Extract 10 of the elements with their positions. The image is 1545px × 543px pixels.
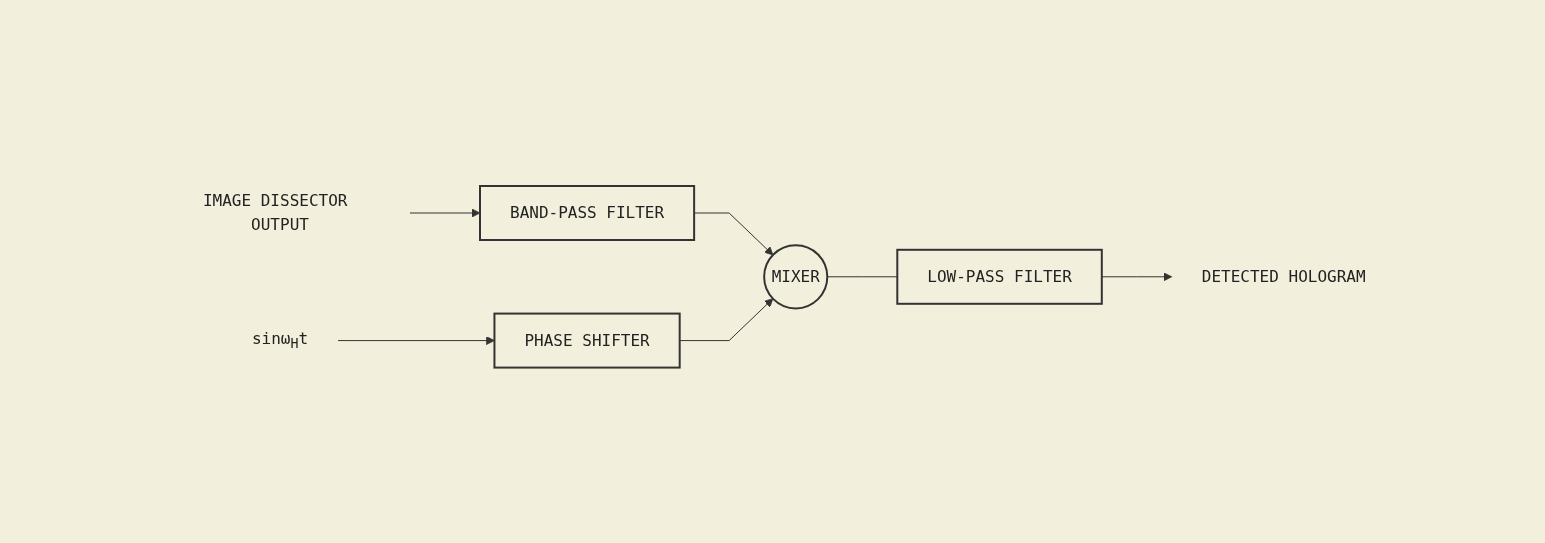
node-text: sinω$_{H}$t xyxy=(251,328,308,352)
node-box: LOW-PASS FILTER xyxy=(896,248,1103,305)
node-circle: MIXER xyxy=(762,244,828,310)
node-text: IMAGE DISSECTOR OUTPUT xyxy=(202,190,348,234)
node-box: BAND-PASS FILTER xyxy=(478,184,695,241)
arrow xyxy=(337,336,495,345)
node-box: PHASE SHIFTER xyxy=(493,312,681,369)
arrow xyxy=(1101,272,1172,282)
arrow xyxy=(693,212,773,256)
node-text: DETECTED HOLOGRAM xyxy=(1201,266,1366,286)
